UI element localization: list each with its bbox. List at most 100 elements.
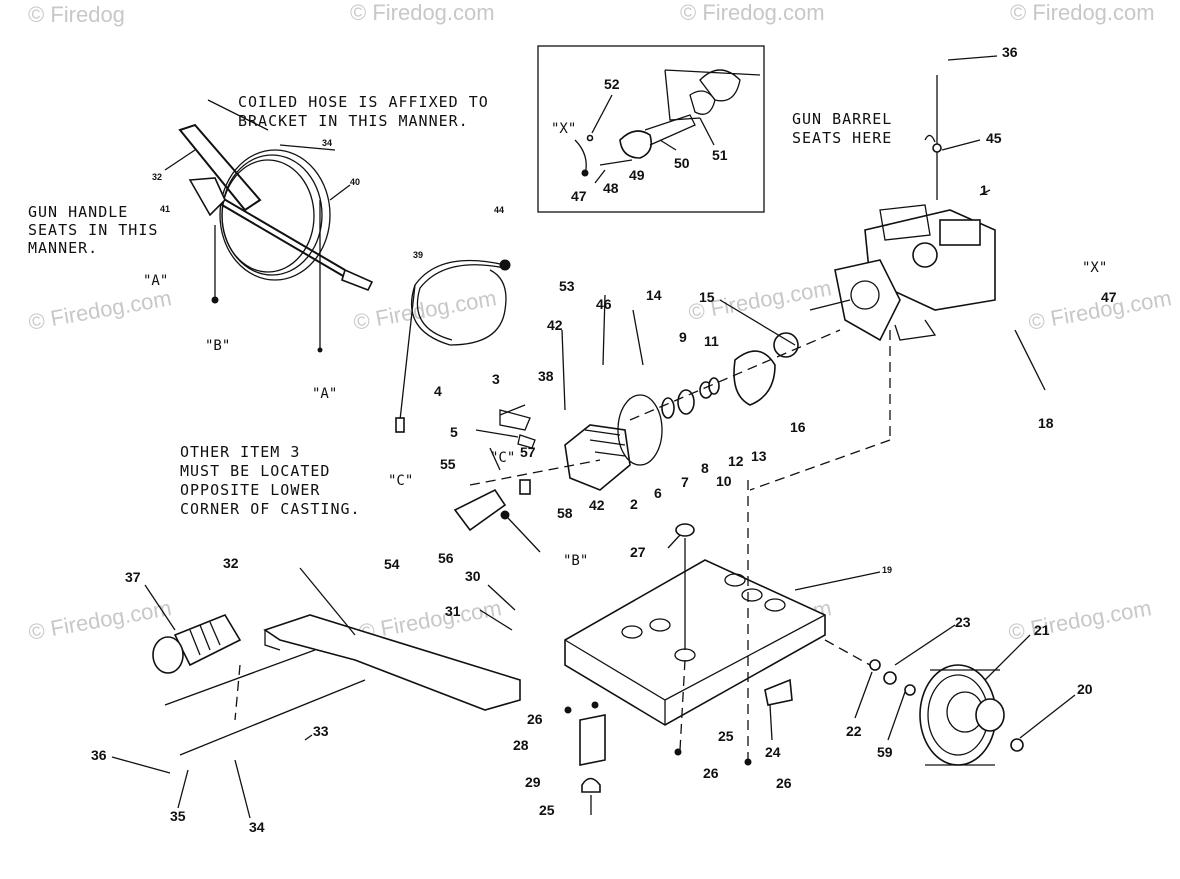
callout-22: 22 (846, 723, 862, 739)
gun-and-hose-assembly (164, 123, 374, 353)
callout-42: 42 (589, 497, 605, 513)
callout-34: 34 (249, 819, 265, 835)
callout-14: 14 (646, 287, 662, 303)
callout-26: 26 (703, 765, 719, 781)
callout-41: 41 (160, 204, 170, 214)
callout-47: 47 (571, 188, 587, 204)
callout-8: 8 (701, 460, 709, 476)
callout-53: 53 (559, 278, 575, 294)
callout-25: 25 (718, 728, 734, 744)
callout-32: 32 (223, 555, 239, 571)
wheel-21 (764, 639, 1024, 766)
handle-frame-32 (164, 614, 521, 756)
foot-bracket (564, 701, 606, 815)
callout-34: 34 (322, 138, 332, 148)
note-gun-handle-3: MANNER. (28, 239, 98, 257)
callout-24: 24 (765, 744, 781, 760)
note-gun-barrel-1: GUN BARREL (792, 110, 892, 128)
engine-assembly (809, 75, 996, 342)
callout-16: 16 (790, 419, 806, 435)
callout-10: 10 (716, 473, 732, 489)
ref-label-b: "B" (563, 553, 588, 569)
note-coiled-hose-1: COILED HOSE IS AFFIXED TO (238, 93, 489, 111)
note-other-item-1: OTHER ITEM 3 (180, 443, 300, 461)
ref-label-c: "C" (388, 473, 413, 489)
coiled-hose-38 (395, 259, 511, 433)
watermark: © Firedog.com (27, 595, 174, 645)
ref-label-a: "A" (143, 273, 168, 289)
callout-13: 13 (751, 448, 767, 464)
ref-label-a: "A" (312, 386, 337, 402)
leader-lines (111, 55, 1076, 819)
callout-50: 50 (674, 155, 690, 171)
callout-54: 54 (384, 556, 400, 572)
callout-3: 3 (492, 371, 500, 387)
ref-label-x: "X" (551, 121, 576, 137)
callout-45: 45 (986, 130, 1002, 146)
callout-15: 15 (699, 289, 715, 305)
callout-40: 40 (350, 177, 360, 187)
watermark: © Firedog.com (1010, 0, 1155, 25)
ref-label-c: "C" (490, 450, 515, 466)
callout-51: 51 (712, 147, 728, 163)
callout-19: 19 (882, 565, 892, 575)
callout-38: 38 (538, 368, 554, 384)
callout-31: 31 (445, 603, 461, 619)
watermark-top-left: © Firedog (28, 2, 125, 27)
callout-57: 57 (520, 444, 536, 460)
callout-6: 6 (654, 485, 662, 501)
callout-42: 42 (547, 317, 563, 333)
callout-20: 20 (1077, 681, 1093, 697)
watermark: © Firedog.com (350, 0, 495, 25)
callout-47: 47 (1101, 289, 1117, 305)
callout-2: 2 (630, 496, 638, 512)
ref-label-b: "B" (205, 338, 230, 354)
callout-28: 28 (513, 737, 529, 753)
base-plate (564, 330, 891, 766)
note-gun-handle-2: SEATS IN THIS (28, 221, 158, 239)
watermark: © Firedog.com (1027, 285, 1174, 335)
callout-36: 36 (1002, 44, 1018, 60)
callout-39: 39 (413, 250, 423, 260)
callout-12: 12 (728, 453, 744, 469)
pump-assembly (453, 329, 841, 532)
callout-35: 35 (170, 808, 186, 824)
callout-11: 11 (704, 333, 719, 349)
callout-25: 25 (539, 802, 555, 818)
callout-48: 48 (603, 180, 619, 196)
callout-26: 26 (776, 775, 792, 791)
callout-46: 46 (596, 296, 612, 312)
callout-23: 23 (955, 614, 971, 630)
watermark: © Firedog.com (352, 285, 499, 335)
callout-33: 33 (313, 723, 329, 739)
callout-26: 26 (527, 711, 543, 727)
callout-27: 27 (630, 544, 646, 560)
callout-32: 32 (152, 172, 162, 182)
note-gun-barrel-2: SEATS HERE (792, 129, 892, 147)
callout-1: 1 (980, 182, 988, 198)
callout-30: 30 (465, 568, 481, 584)
callout-58: 58 (557, 505, 573, 521)
note-coiled-hose-2: BRACKET IN THIS MANNER. (238, 112, 469, 130)
callout-52: 52 (604, 76, 620, 92)
callout-4: 4 (434, 383, 442, 399)
callout-21: 21 (1034, 622, 1050, 638)
callout-36: 36 (91, 747, 107, 763)
ref-label-x: "X" (1082, 260, 1107, 276)
callout-44: 44 (494, 205, 504, 215)
watermark: © Firedog.com (27, 285, 174, 335)
callout-59: 59 (877, 744, 893, 760)
note-other-item-2: MUST BE LOCATED (180, 462, 330, 480)
callout-7: 7 (681, 474, 689, 490)
note-other-item-3: OPPOSITE LOWER (180, 481, 320, 499)
handle-grip-37 (152, 614, 242, 674)
callout-56: 56 (438, 550, 454, 566)
inset-detail-x: "X" (537, 45, 765, 213)
callout-29: 29 (525, 774, 541, 790)
callout-9: 9 (679, 329, 687, 345)
callout-55: 55 (440, 456, 456, 472)
note-other-item-4: CORNER OF CASTING. (180, 500, 361, 518)
callout-5: 5 (450, 424, 458, 440)
